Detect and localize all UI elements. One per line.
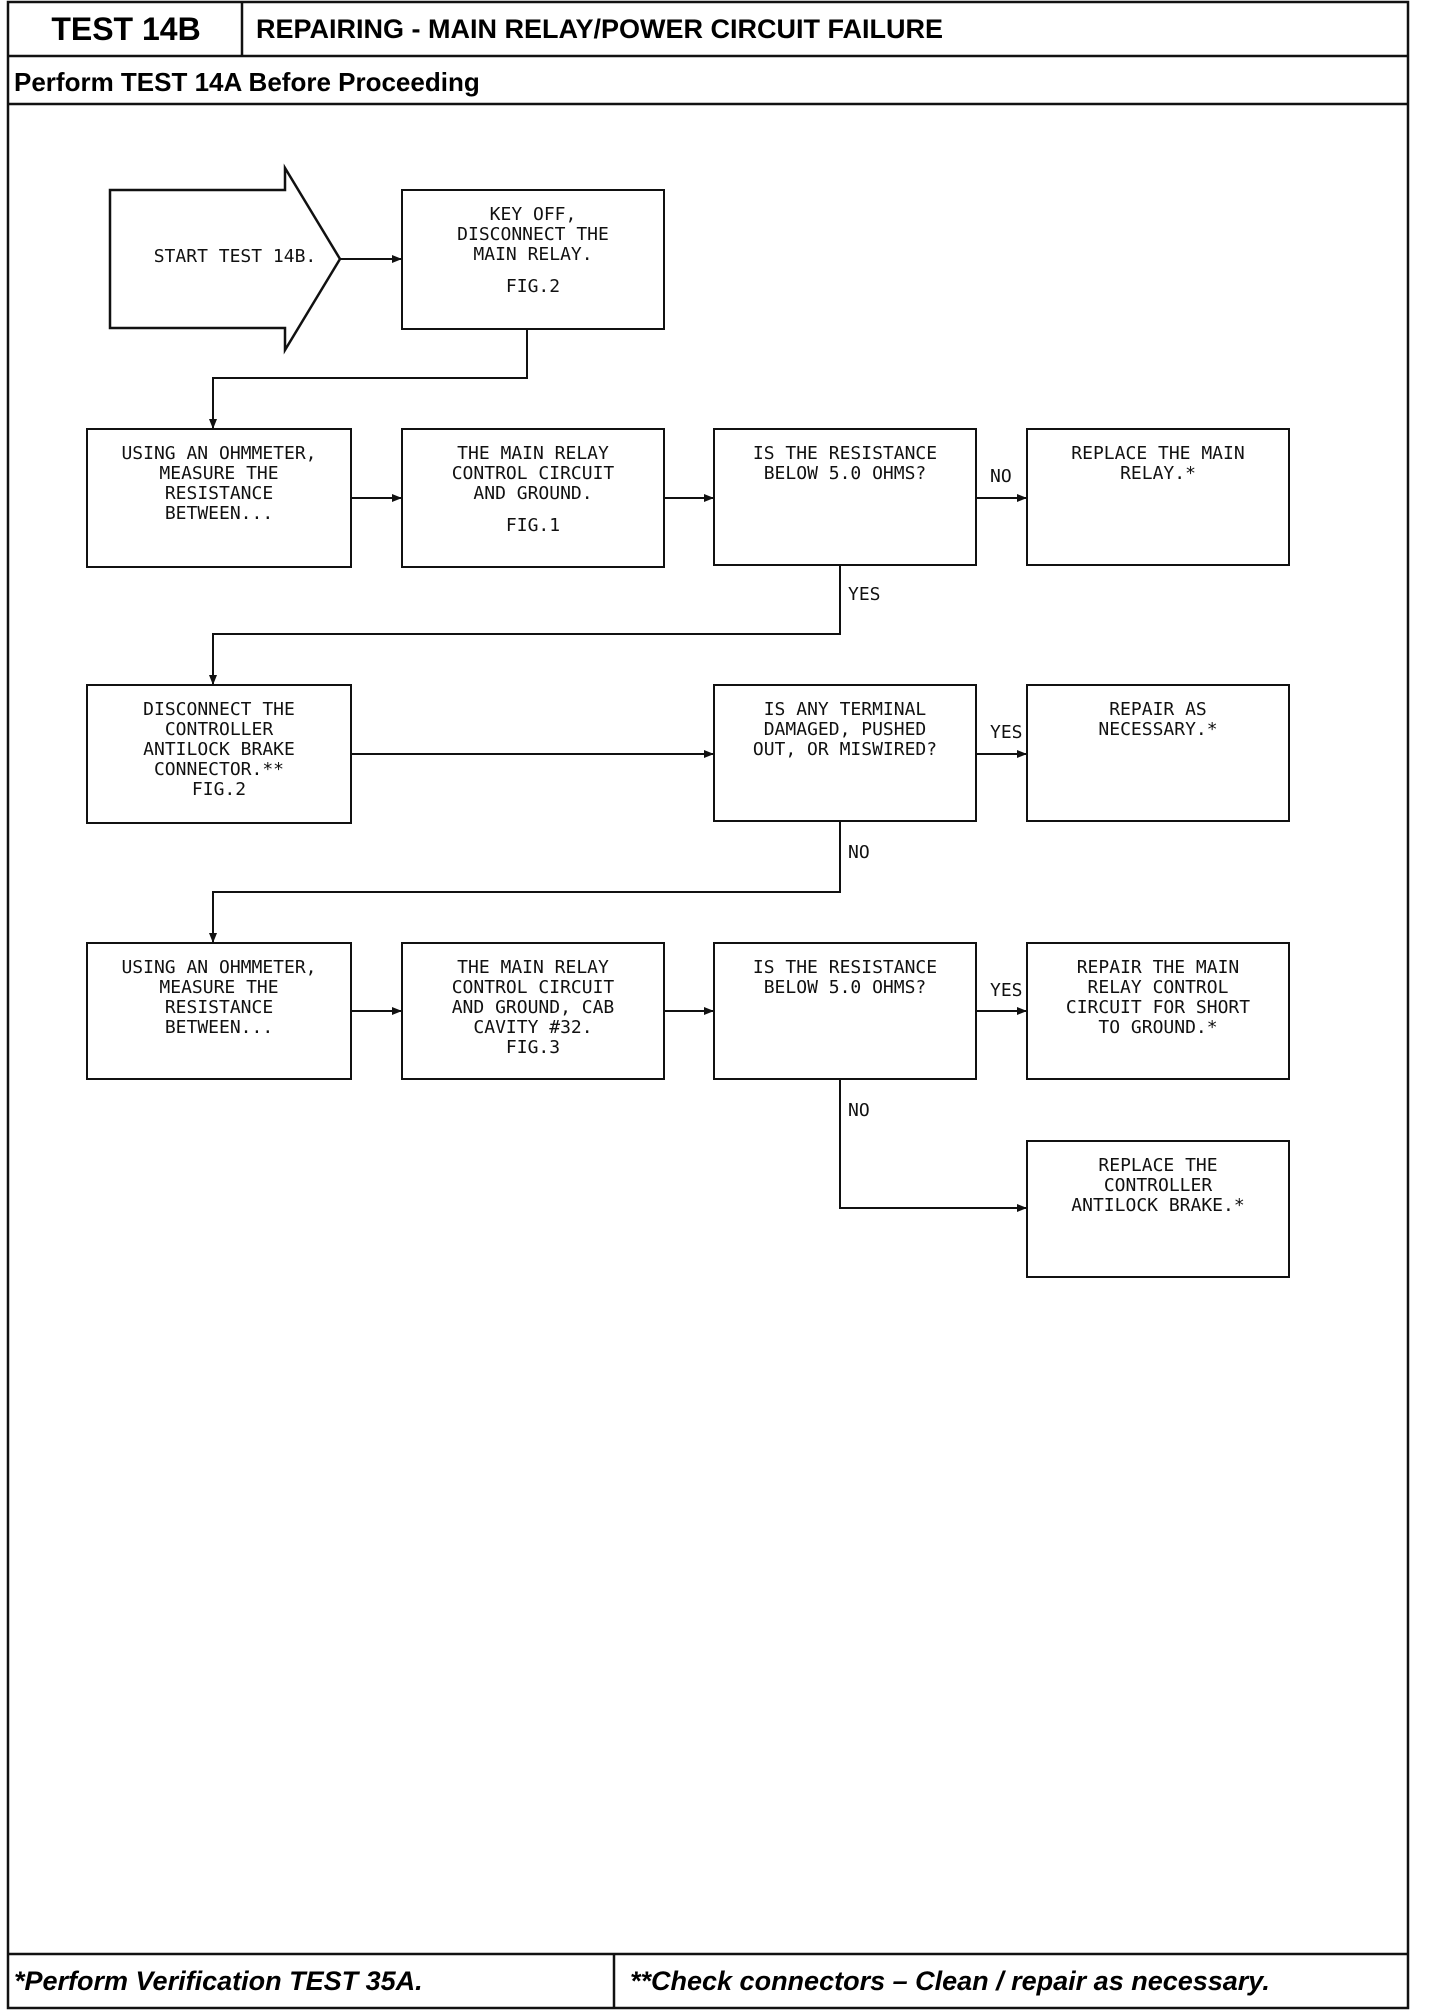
edge-n4-n6 [209,566,841,685]
node-text-line: FIG.1 [505,515,561,536]
page-title: REPAIRING - MAIN RELAY/POWER CIRCUIT FAI… [256,13,944,44]
node-text-line: FIG.2 [505,276,561,297]
node-text-line: USING AN OHMMETER, [121,443,317,464]
node-text-line: CONTROL CIRCUIT [451,977,615,998]
node-text-line: ANTILOCK BRAKE.* [1071,1195,1245,1216]
node-text-line: RESISTANCE [164,483,274,504]
node-text-line: USING AN OHMMETER, [121,957,317,978]
node-text-line: REPLACE THE MAIN [1071,443,1245,464]
edge-n1-n2 [209,330,528,429]
node-text-line: RELAY CONTROL [1087,977,1229,998]
edge-label-no: NO [848,842,870,863]
page-frame [6,0,1410,2010]
test-id: TEST 14B [51,10,201,47]
node-text-line: AND GROUND. [473,483,593,504]
node-text-line: MEASURE THE [159,977,279,998]
node-text-line: BETWEEN... [164,1017,274,1038]
node-text-line: IS THE RESISTANCE [752,443,938,464]
node-text-line: MEASURE THE [159,463,279,484]
node-text-line: CONTROL CIRCUIT [451,463,615,484]
edge-n7-n9 [209,822,841,943]
node-text-line: FIG.2 [191,779,247,800]
footer-note-verification: *Perform Verification TEST 35A. [14,1965,423,1996]
edge-label-yes: YES [848,584,881,605]
edge-label-no: NO [848,1100,870,1121]
node-text-line: NECESSARY.* [1098,719,1218,740]
node-text-line: CONNECTOR.** [153,759,285,780]
node-text-line: RELAY.* [1120,463,1196,484]
edge-label-yes: YES [990,980,1023,1001]
node-text-line: IS THE RESISTANCE [752,957,938,978]
node-text-line: BELOW 5.0 OHMS? [763,977,927,998]
node-text-line: BELOW 5.0 OHMS? [763,463,927,484]
node-text-line: CONTROLLER [164,719,274,740]
node-text-line: DAMAGED, PUSHED [763,719,927,740]
node-text-line: BETWEEN... [164,503,274,524]
node-text-line: REPLACE THE [1098,1155,1218,1176]
node-text-line: DISCONNECT THE [457,224,609,245]
edge-n11-n13 [839,1080,1027,1212]
node-text-line: REPAIR AS [1109,699,1207,720]
node-text-line: FIG.3 [505,1037,561,1058]
page-subtitle: Perform TEST 14A Before Proceeding [14,66,480,97]
node-text-line: THE MAIN RELAY [457,443,609,464]
edge-label-yes: YES [990,722,1023,743]
node-text-line: ANTILOCK BRAKE [143,739,295,760]
node-text-line: CONTROLLER [1103,1175,1213,1196]
node-text-line: KEY OFF, [489,204,577,225]
node-text-line: TO GROUND.* [1098,1017,1218,1038]
node-text-line: DISCONNECT THE [143,699,295,720]
node-text-line: AND GROUND, CAB [451,997,615,1018]
node-text-line: IS ANY TERMINAL [763,699,927,720]
start-label: START TEST 14B. [153,246,317,267]
node-text-line: CIRCUIT FOR SHORT [1065,997,1251,1018]
node-text-line: CAVITY #32. [473,1017,593,1038]
node-text-line: REPAIR THE MAIN [1076,957,1240,978]
node-text-line: RESISTANCE [164,997,274,1018]
start-arrow-shape [108,163,342,355]
node-text-line: OUT, OR MISWIRED? [752,739,938,760]
footer-note-connectors: **Check connectors – Clean / repair as n… [630,1965,1270,1996]
edge-label-no: NO [990,466,1012,487]
node-text-line: MAIN RELAY. [473,244,593,265]
node-text-line: THE MAIN RELAY [457,957,609,978]
